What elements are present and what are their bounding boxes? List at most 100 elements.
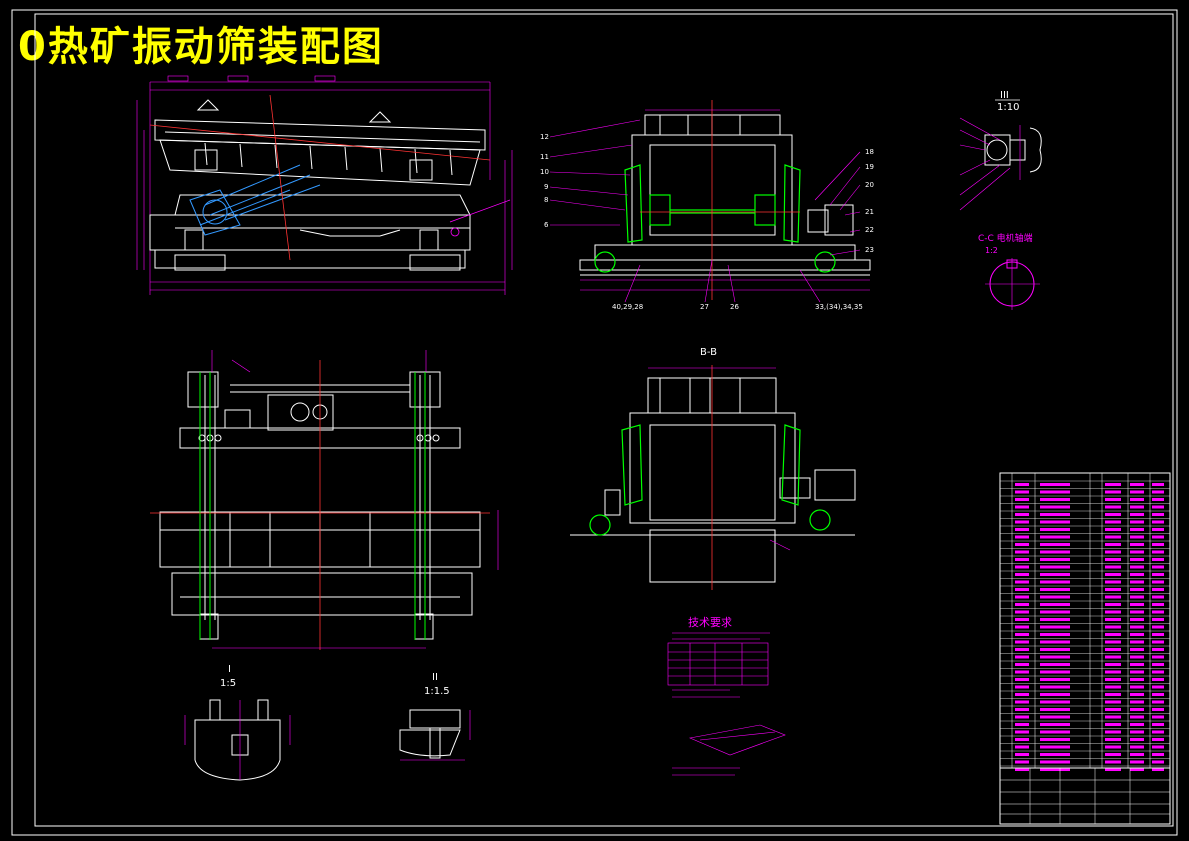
parts-list-entry-mark	[1015, 738, 1029, 741]
parts-list-entry-mark	[1040, 670, 1070, 674]
parts-list-entry-mark	[1130, 648, 1144, 651]
section-cc-scale: 1:2	[985, 246, 998, 255]
parts-list-entry-mark	[1105, 505, 1121, 509]
parts-list-entry-mark	[1040, 498, 1070, 501]
parts-list-entry-mark	[1040, 535, 1070, 539]
parts-list-entry-mark	[1105, 513, 1121, 516]
balloon-left: 9	[544, 183, 548, 191]
parts-list-entry-mark	[1040, 588, 1070, 591]
balloon-left: 11	[540, 153, 549, 161]
parts-list-entry-mark	[1040, 715, 1070, 719]
parts-list-entry-mark	[1130, 490, 1144, 494]
technical-requirements: 技术要求	[667, 616, 786, 776]
drawing-border	[11, 9, 1178, 836]
parts-list-entry-mark	[1015, 505, 1029, 509]
parts-list-entry-mark	[1105, 588, 1121, 591]
parts-list-entry-mark	[1130, 693, 1144, 696]
parts-list-entry-mark	[1040, 625, 1070, 629]
parts-list-entry-mark	[1015, 715, 1029, 719]
parts-list-entry-mark	[1130, 670, 1144, 674]
parts-list-entry-mark	[1015, 655, 1029, 659]
parts-list-entry-mark	[1152, 678, 1164, 681]
parts-list-entry-mark	[1152, 498, 1164, 501]
parts-list-entry-mark	[1152, 648, 1164, 651]
parts-list-entry-mark	[1015, 768, 1029, 771]
inner-frame	[34, 13, 1174, 827]
parts-list-entry-mark	[1015, 513, 1029, 516]
detail-iii-label: III	[1000, 90, 1009, 101]
parts-list-entry-mark	[1152, 490, 1164, 494]
parts-list-entry-mark	[1015, 543, 1029, 546]
parts-list-entry-mark	[1015, 678, 1029, 681]
parts-list-entry-mark	[1152, 535, 1164, 539]
parts-list-entry-mark	[1152, 625, 1164, 629]
detail-ii-scale: 1:1.5	[424, 686, 450, 697]
parts-list-entry-mark	[1152, 693, 1164, 696]
parts-list-entry-mark	[1152, 685, 1164, 689]
parts-list-entry-mark	[1015, 760, 1029, 764]
balloon-bottom: 26	[730, 303, 739, 311]
parts-list-entry-mark	[1015, 483, 1029, 486]
parts-list-entry-mark	[1152, 550, 1164, 554]
parts-list-entry-mark	[1130, 520, 1144, 524]
detail-i-scale: 1:5	[220, 678, 236, 689]
parts-list-entry-mark	[1130, 723, 1144, 726]
parts-list-entry-mark	[1015, 490, 1029, 494]
parts-list-entry-mark	[1152, 573, 1164, 576]
parts-list-entry-mark	[1040, 565, 1070, 569]
balloon-bottom: 33,(34),34,35	[815, 303, 863, 311]
parts-list-entry-mark	[1040, 655, 1070, 659]
parts-list-entry-mark	[1040, 520, 1070, 524]
parts-list-entry-mark	[1040, 730, 1070, 734]
section-cc-label: C-C 电机轴端	[978, 232, 1033, 244]
parts-list-entry-mark	[1040, 738, 1070, 741]
parts-list-entry-mark	[1040, 760, 1070, 764]
parts-list-entry-mark	[1040, 648, 1070, 651]
parts-list-entry-mark	[1015, 565, 1029, 569]
parts-list-entry-mark	[1105, 498, 1121, 501]
parts-list-entry-mark	[1105, 715, 1121, 719]
parts-list-entry-mark	[1105, 595, 1121, 599]
parts-list-entry-mark	[1130, 730, 1144, 734]
parts-list-entry-mark	[1152, 618, 1164, 621]
parts-list-entry-mark	[1130, 483, 1144, 486]
parts-list-entry-mark	[1040, 603, 1070, 606]
parts-list-entry-mark	[1130, 700, 1144, 704]
parts-list-entry-mark	[1015, 528, 1029, 531]
parts-list-entry-mark	[1130, 760, 1144, 764]
parts-list-entry-mark	[1105, 678, 1121, 681]
parts-list-entry-mark	[1040, 558, 1070, 561]
parts-list-entry-mark	[1152, 640, 1164, 644]
detail-iii-scale: 1:10	[997, 102, 1019, 113]
parts-list-entry-mark	[1040, 483, 1070, 486]
parts-list-entry-mark	[1152, 588, 1164, 591]
parts-list-entry-mark	[1105, 745, 1121, 749]
parts-list-entry-mark	[1130, 513, 1144, 516]
parts-list-entry-mark	[1130, 768, 1144, 771]
detail-iii-view: III 1:10	[959, 90, 1042, 211]
parts-list-entry-mark	[1040, 663, 1070, 666]
parts-list-entry-mark	[1015, 573, 1029, 576]
parts-list-entry-mark	[1152, 723, 1164, 726]
parts-list-entry-mark	[1040, 573, 1070, 576]
parts-list-entry-mark	[1040, 618, 1070, 621]
parts-list-entry-mark	[1152, 708, 1164, 711]
parts-list-entry-mark	[1015, 588, 1029, 591]
parts-list-entry-mark	[1105, 633, 1121, 636]
parts-list-entry-mark	[1040, 550, 1070, 554]
parts-list-entry-mark	[1130, 565, 1144, 569]
parts-list-entry-mark	[1152, 633, 1164, 636]
parts-list-entry-mark	[1152, 483, 1164, 486]
parts-list-entry-mark	[1152, 700, 1164, 704]
parts-list-entry-mark	[1152, 603, 1164, 606]
balloon-bottom: 40,29,28	[612, 303, 643, 311]
parts-list-entry-mark	[1040, 528, 1070, 531]
detail-i-view: I 1:5	[184, 664, 291, 781]
parts-list-entry-mark	[1105, 685, 1121, 689]
parts-list-entry-mark	[1130, 543, 1144, 546]
parts-list-entry-mark	[1152, 655, 1164, 659]
parts-list-entry-mark	[1105, 558, 1121, 561]
parts-list-entry-mark	[1152, 595, 1164, 599]
parts-list-entry-mark	[1015, 685, 1029, 689]
